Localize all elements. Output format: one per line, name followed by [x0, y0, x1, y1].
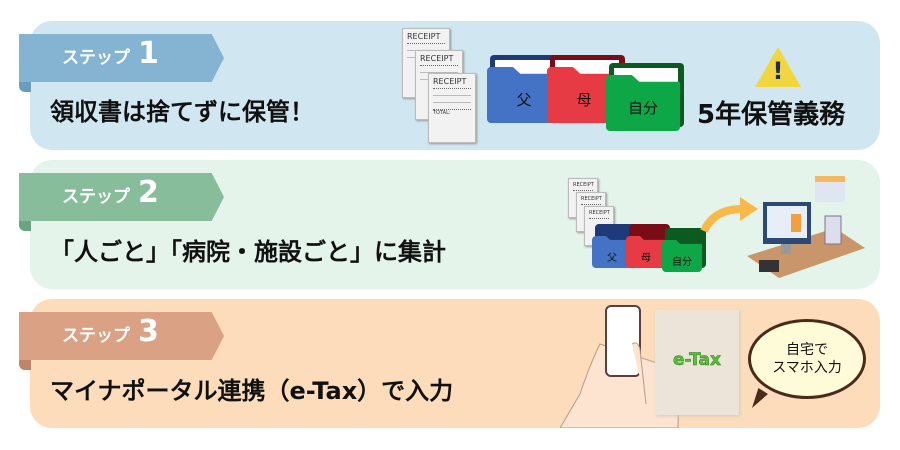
step-number: 2: [138, 175, 159, 210]
step-2-label: ステップ 2: [62, 175, 159, 210]
folder-label: 母: [576, 90, 592, 109]
folder-icon: 自分: [662, 228, 706, 272]
step-1-label: ステップ 1: [62, 36, 159, 71]
step-2-title: 「人ごと」「病院・施設ごと」に集計: [50, 238, 446, 266]
computer-icon: [747, 176, 865, 278]
etax-label: e-Tax: [673, 350, 721, 371]
ribbon-fold: [19, 360, 31, 370]
step-1-ribbon: [19, 34, 224, 82]
bubble-text: スマホ入力: [772, 360, 842, 376]
folder-icon: 自分: [606, 63, 684, 131]
ribbon-fold: [19, 221, 31, 231]
folder-icon: 母: [626, 224, 670, 268]
folder-label: 自分: [627, 98, 658, 117]
bubble-text: 自宅で: [786, 342, 828, 358]
step-number: 3: [138, 314, 159, 349]
step-label: ステップ: [62, 326, 130, 346]
calculator-icon: [759, 260, 779, 272]
calendar-icon: [815, 176, 845, 202]
ribbon-fold: [19, 82, 31, 92]
step-1-title: 領収書は捨てずに保管！: [50, 98, 314, 126]
speech-bubble: 自宅で スマホ入力: [748, 319, 866, 399]
step-label: ステップ: [62, 48, 130, 68]
retention-note: 5年保管義務: [697, 100, 846, 130]
step-2-ribbon: [19, 173, 224, 221]
arrow-icon: [700, 197, 758, 233]
step-3-title: マイナポータル連携（e-Tax）で入力: [50, 377, 454, 405]
etax-document: e-Tax: [655, 310, 739, 415]
step-3-label: ステップ 3: [62, 314, 159, 349]
step-3-ribbon: [19, 312, 224, 360]
folder-label: 父: [516, 90, 532, 109]
step-label: ステップ: [62, 187, 130, 207]
step-number: 1: [138, 36, 159, 71]
